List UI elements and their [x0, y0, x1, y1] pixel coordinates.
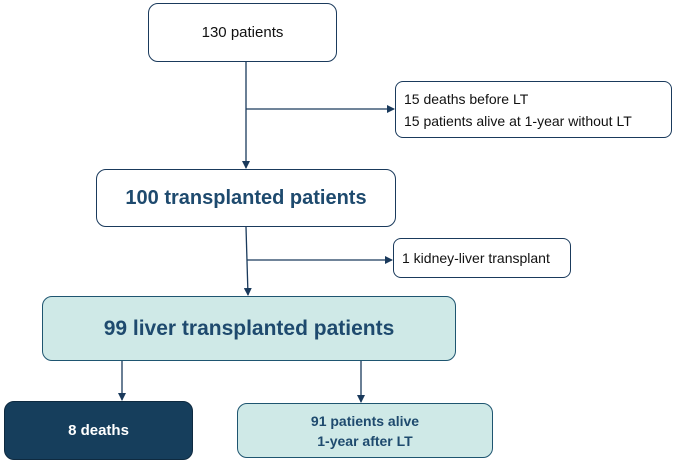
alive-label-line-2: 1-year after LT	[317, 432, 413, 449]
box-exclusion-before-lt: 15 deaths before LT 15 patients alive at…	[395, 81, 672, 138]
box-deaths: 8 deaths	[4, 401, 193, 460]
exclusion-alive-label: 15 patients alive at 1-year without LT	[404, 112, 632, 129]
exclusion-kidney-liver-label: 1 kidney-liver transplant	[402, 250, 550, 266]
arrow-transplanted-to-liver	[243, 226, 252, 296]
alive-label-line-1: 91 patients alive	[310, 412, 420, 429]
box-exclusion-kidney-liver: 1 kidney-liver transplant	[393, 238, 571, 278]
deaths-label: 8 deaths	[68, 422, 129, 439]
exclusion-deaths-label: 15 deaths before LT	[404, 90, 529, 107]
box-transplanted-patients: 100 transplanted patients	[96, 169, 396, 227]
liver-transplanted-label: 99 liver transplanted patients	[103, 316, 395, 340]
transplanted-label: 100 transplanted patients	[125, 186, 367, 209]
box-liver-transplanted-patients: 99 liver transplanted patients	[42, 296, 456, 361]
box-patients-alive: 91 patients alive 1-year after LT	[237, 403, 493, 458]
start-label: 130 patients	[201, 24, 284, 41]
box-start-patients: 130 patients	[148, 3, 337, 62]
